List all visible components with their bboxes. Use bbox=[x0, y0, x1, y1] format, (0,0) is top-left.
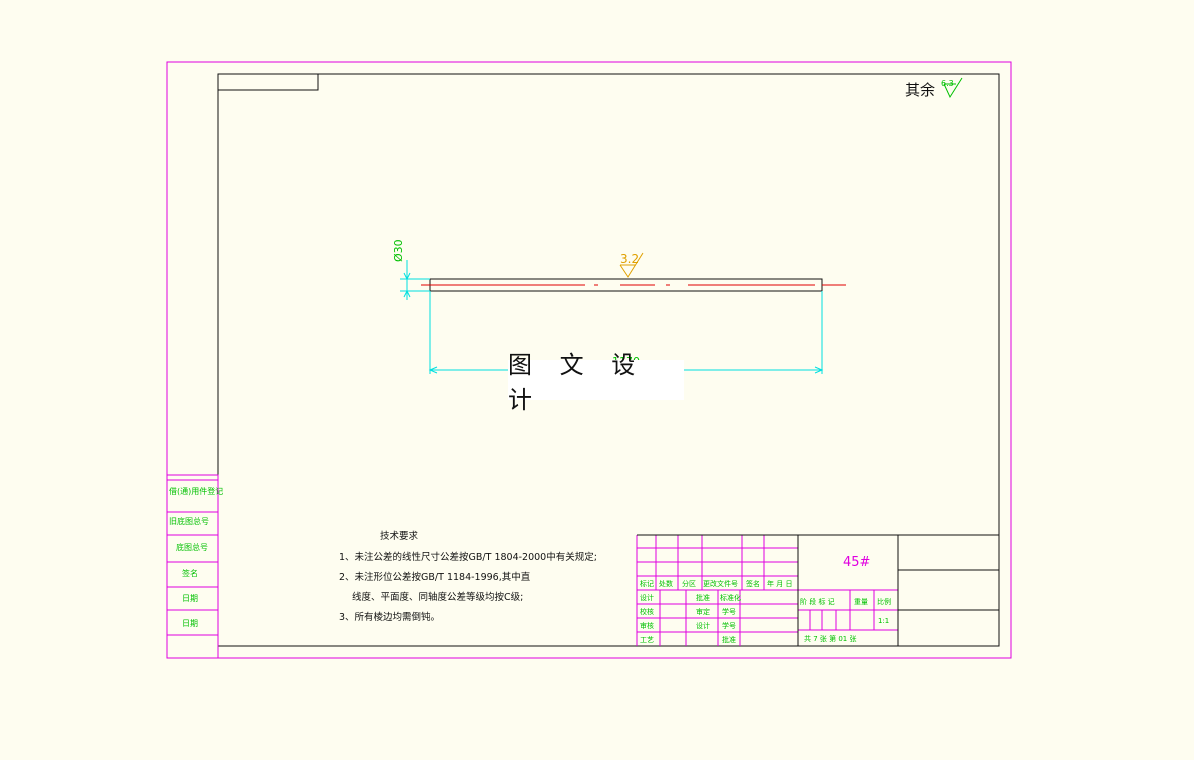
tech-requirement-item: 1、未注公差的线性尺寸公差按GB/T 1804-2000中有关规定; bbox=[339, 551, 597, 563]
title-header-label: 处数 bbox=[659, 579, 673, 588]
title-header-label: 更改文件号 bbox=[703, 579, 738, 588]
scale-value: 1:1 bbox=[878, 617, 889, 625]
title-row-label: 批准 bbox=[696, 593, 710, 602]
title-row-label: 校核 bbox=[640, 607, 654, 616]
title-header-label: 年 月 日 bbox=[767, 579, 792, 588]
sheet-count: 共 7 张 第 01 张 bbox=[804, 634, 857, 643]
title-row-label: 工艺 bbox=[640, 636, 654, 644]
tech-requirement-item: 线度、平面度、同轴度公差等级均按C级; bbox=[352, 591, 523, 603]
title-block: 标记 处数 分区 更改文件号 签名 年 月 日 设计 校核 审核 工艺 批准 审… bbox=[636, 534, 999, 646]
title-row-label: 设计 bbox=[640, 593, 654, 602]
tech-requirements: 技术要求 1、未注公差的线性尺寸公差按GB/T 1804-2000中有关规定; … bbox=[339, 530, 597, 623]
title-row-label: 设计 bbox=[696, 621, 710, 630]
outer-frame bbox=[166, 61, 1012, 659]
material-label: 45# bbox=[843, 555, 870, 570]
roughness-surface-icon bbox=[619, 252, 644, 278]
title-row-label: 学号 bbox=[722, 621, 736, 630]
left-strip bbox=[166, 474, 219, 659]
title-row-label: 批准 bbox=[722, 635, 736, 644]
tech-requirements-title: 技术要求 bbox=[380, 530, 419, 542]
left-strip-label: 签名 bbox=[182, 568, 198, 578]
roughness-note: 其余 bbox=[905, 81, 935, 99]
tech-requirement-item: 2、未注形位公差按GB/T 1184-1996,其中直 bbox=[339, 571, 531, 583]
title-row-label: 标准化 bbox=[720, 593, 741, 602]
diameter-dimension-text: Ø30 bbox=[392, 239, 405, 262]
left-strip-label: 旧底图总号 bbox=[169, 516, 209, 526]
left-strip-label: 底图总号 bbox=[176, 542, 208, 552]
code-box bbox=[217, 73, 319, 91]
diameter-dimension bbox=[400, 260, 430, 300]
title-header-label: 标记 bbox=[640, 579, 654, 588]
stage-label: 重量 bbox=[854, 598, 868, 606]
stage-label: 阶 段 标 记 bbox=[800, 597, 835, 606]
roughness-surface-value: 3.2 bbox=[620, 252, 639, 266]
title-header-label: 签名 bbox=[746, 579, 760, 588]
left-strip-label: 借(通)用件登记 bbox=[169, 486, 223, 496]
watermark: 图 文 设 计 bbox=[508, 351, 684, 414]
title-row-label: 审定 bbox=[696, 607, 710, 616]
title-header-label: 分区 bbox=[682, 579, 696, 588]
title-row-label: 审核 bbox=[640, 621, 654, 630]
title-row-label: 学号 bbox=[722, 607, 736, 616]
left-strip-label: 日期 bbox=[182, 594, 198, 603]
stage-label: 比例 bbox=[877, 597, 891, 606]
left-strip-label: 日期 bbox=[182, 619, 198, 628]
tech-requirement-item: 3、所有棱边均需倒钝。 bbox=[339, 611, 440, 623]
roughness-symbol-icon bbox=[943, 77, 963, 99]
inner-frame bbox=[217, 73, 1000, 647]
